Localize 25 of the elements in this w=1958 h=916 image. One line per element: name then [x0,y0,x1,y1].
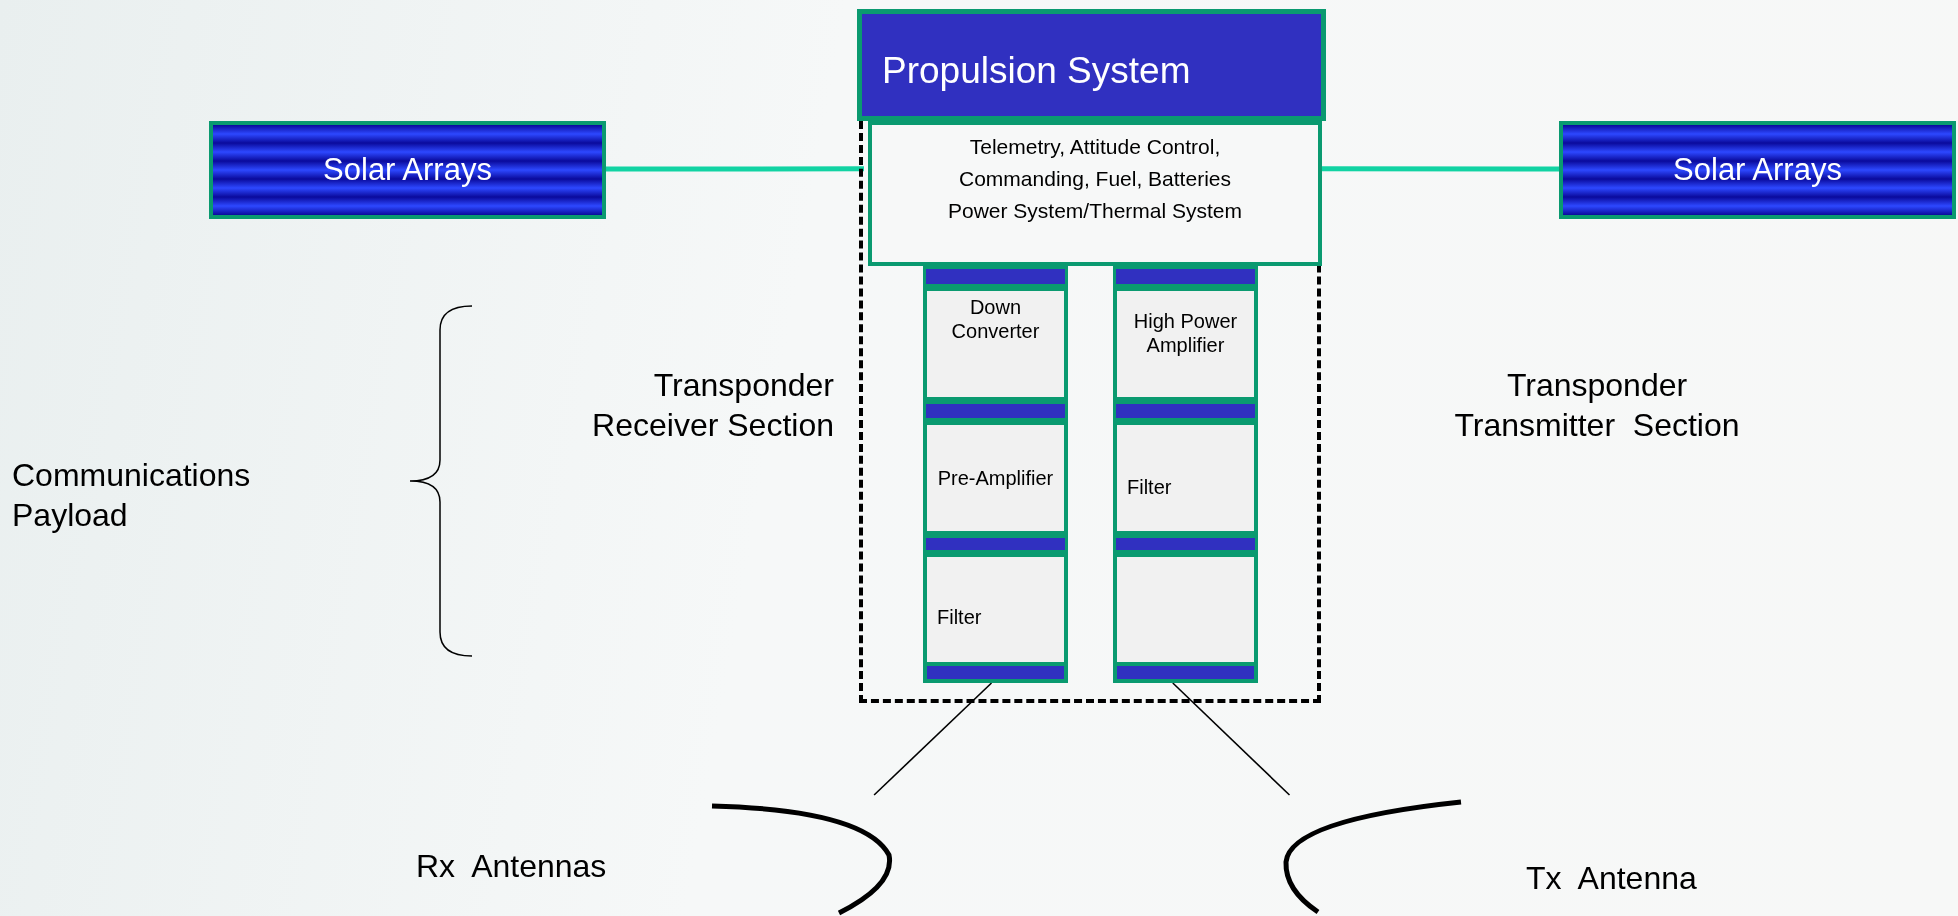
antenna-label: Tx Antenna [1526,860,1697,897]
bus-systems-box: Telemetry, Attitude Control, Commanding, Fuel, Batteries Power System/Thermal System [868,121,1322,266]
connector-line [1172,682,1291,796]
payload-enclosure [859,121,1321,703]
spacer-bar [923,401,1068,421]
spacer-bar [1113,535,1258,553]
connector-line [606,166,864,172]
connector-line [873,682,993,796]
propulsion-box: Propulsion System [857,9,1326,121]
spacer-bar [1113,266,1258,287]
transponder-unit: Filter [923,553,1068,683]
transponder-unit: Filter [1113,421,1258,535]
spacer-bar [1113,401,1258,421]
transponder-unit: High Power Amplifier [1113,287,1258,401]
antenna-label: Rx Antennas [416,848,607,885]
transponder-unit: Pre-Amplifier [923,421,1068,535]
transponder-unit: Down Converter [923,287,1068,401]
empty-unit [1113,553,1258,683]
section-label: Transponder Transmitter Section [1453,366,1741,445]
spacer-bar [923,535,1068,553]
solar-array-panel: Solar Arrays [209,121,606,219]
section-label: Communications Payload [12,456,252,535]
spacer-bar [923,266,1068,287]
solar-array-panel: Solar Arrays [1559,121,1956,219]
section-label: Transponder Receiver Section [591,366,834,445]
